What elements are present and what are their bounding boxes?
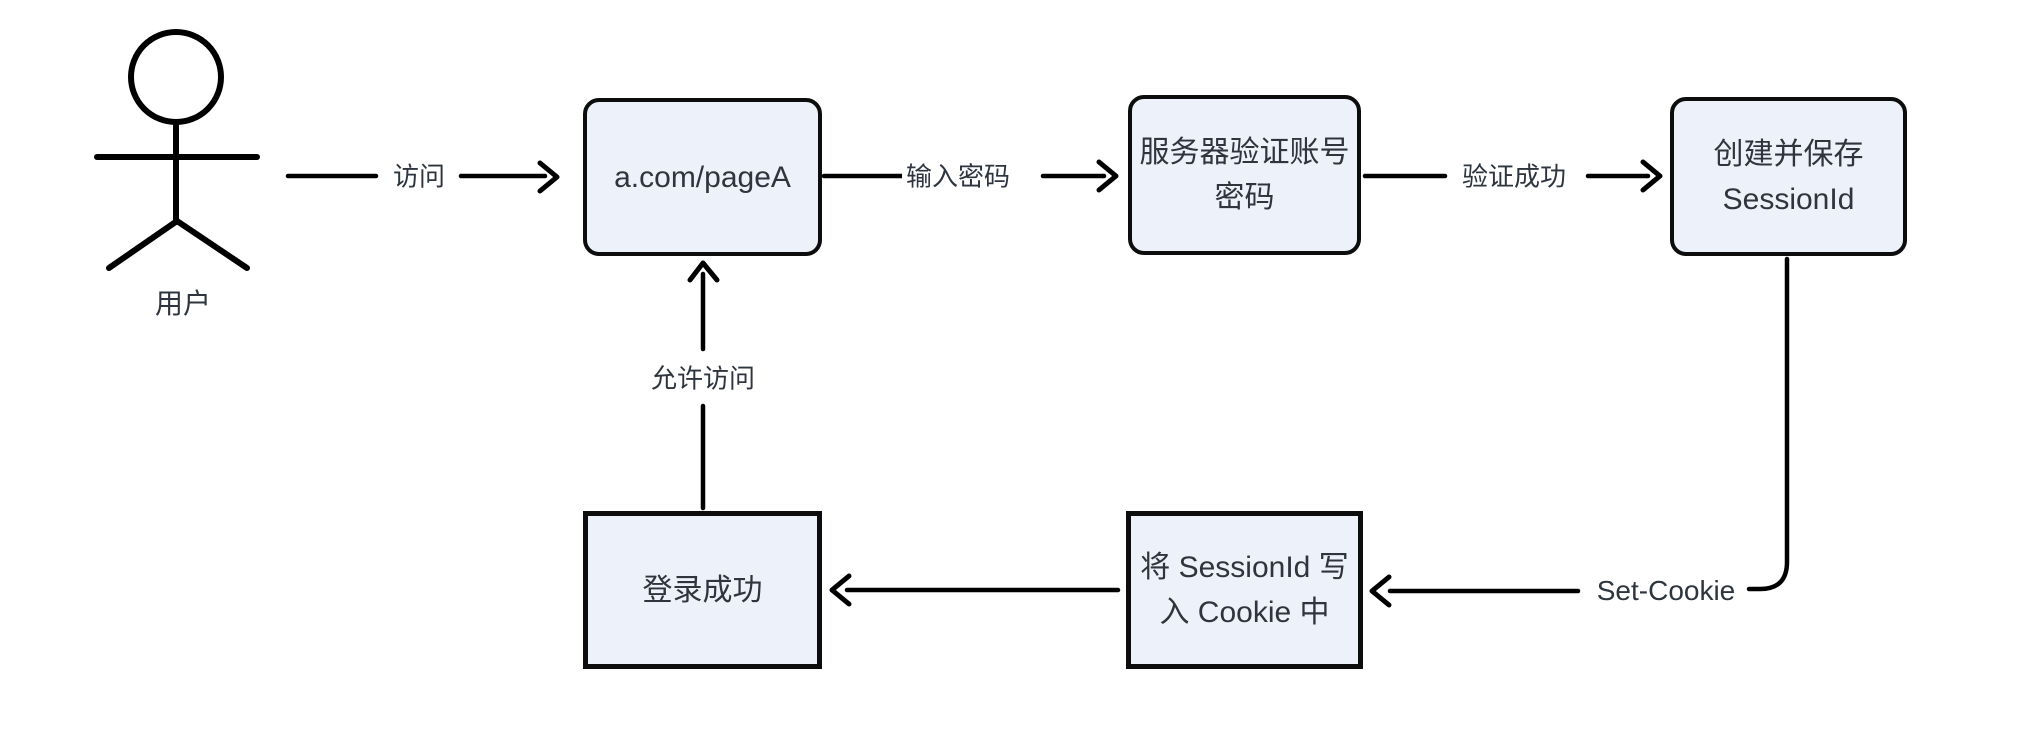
node-create-session: 创建并保存 SessionId: [1670, 97, 1907, 256]
node-create-session-label: 创建并保存 SessionId: [1713, 137, 1864, 216]
edge-allow-access: [687, 260, 720, 511]
edge-set-cookie-arrowhead: [1369, 574, 1392, 608]
edge-write-to-login: [829, 573, 1121, 607]
actor-head: [128, 29, 224, 125]
node-page-a: a.com/pageA: [583, 98, 822, 256]
actor-label: 用户: [154, 288, 212, 319]
edge-allow-access-arrowhead: [687, 260, 720, 283]
node-login-success: 登录成功: [583, 511, 822, 669]
edge-label-verify-success: 验证成功: [1457, 156, 1571, 194]
node-write-cookie-label: 将 SessionId 写 入 Cookie 中: [1140, 551, 1349, 629]
edge-verify-success-arrowhead: [1640, 159, 1663, 193]
actor-leg-left: [106, 218, 180, 271]
edge-label-allow-access: 允许访问: [646, 358, 760, 396]
edge-label-input-password: 输入密码: [901, 156, 1015, 194]
edge-set-cookie: [1369, 256, 1790, 608]
edge-verify-success: [1362, 159, 1663, 193]
node-page-a-label: a.com/pageA: [614, 160, 791, 194]
node-write-cookie: 将 SessionId 写 入 Cookie 中: [1126, 511, 1363, 669]
edge-label-set-cookie: Set-Cookie: [1592, 575, 1740, 607]
edge-write-to-login-arrowhead: [829, 573, 852, 607]
node-server-verify-label: 服务器验证账号 密码: [1139, 136, 1350, 214]
edge-input-password-arrowhead: [1096, 159, 1119, 193]
node-server-verify: 服务器验证账号 密码: [1128, 95, 1361, 255]
edge-visit-arrowhead: [537, 160, 560, 194]
edge-input-password: [821, 159, 1119, 193]
actor-leg-right: [174, 218, 250, 271]
edge-label-visit: 访问: [388, 156, 450, 194]
node-login-success-label: 登录成功: [642, 573, 763, 607]
edge-visit: [285, 160, 560, 194]
user-actor-icon: [94, 29, 260, 271]
edge-set-cookie-elbow: [1746, 256, 1790, 592]
